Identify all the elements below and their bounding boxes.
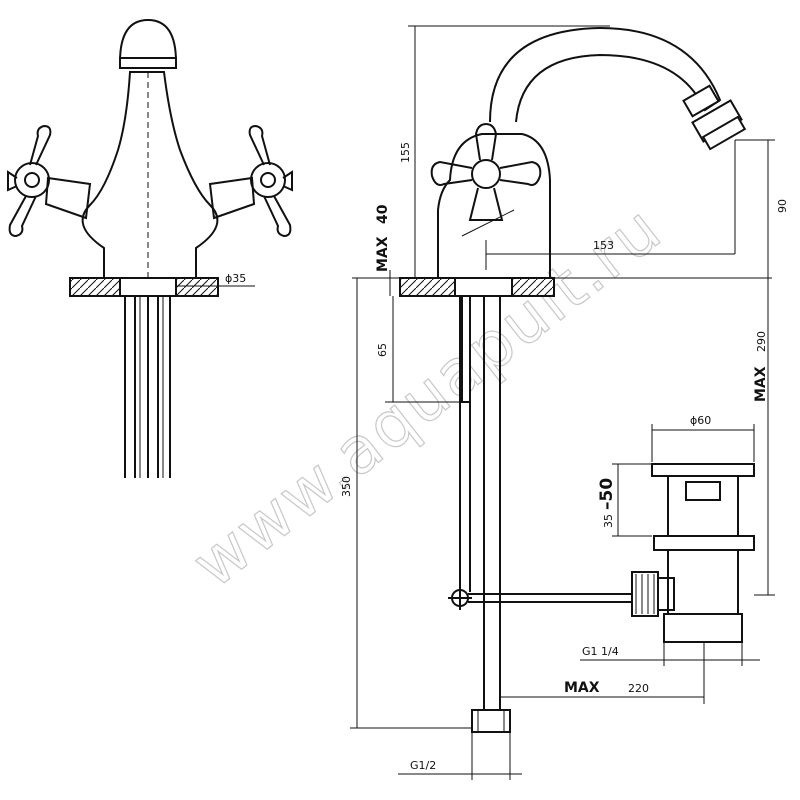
dim-range-50: –50 — [597, 478, 617, 510]
dim-max220-value: 220 — [628, 682, 649, 695]
dim-range-35: 35 — [602, 514, 615, 528]
dim-153: 153 — [593, 239, 614, 252]
side-view — [399, 26, 755, 733]
dim-155: 155 — [399, 142, 412, 163]
dim-90: 90 — [776, 199, 789, 213]
dim-max290-word: MAX — [753, 366, 769, 402]
dim-phi60: ϕ60 — [690, 414, 711, 427]
dim-g1-1-4: G1 1/4 — [582, 645, 619, 658]
dim-g1-2: G1/2 — [410, 759, 436, 772]
dimension-lines — [350, 25, 775, 780]
dimension-labels: 155 MAX 40 153 90 65 350 MAX 290 ϕ60 35 … — [340, 142, 789, 772]
dim-phi35: ϕ35 — [225, 272, 246, 285]
watermark: www.aquapult.ru — [179, 192, 676, 603]
dim-65: 65 — [376, 343, 389, 357]
dim-max220-word: MAX — [564, 680, 600, 696]
dim-max40-word: MAX — [375, 236, 391, 272]
dim-max40-value: 40 — [375, 204, 391, 224]
front-view: ϕ35 — [7, 18, 293, 478]
dim-max290-value: 290 — [755, 331, 768, 352]
dim-350: 350 — [340, 476, 353, 497]
